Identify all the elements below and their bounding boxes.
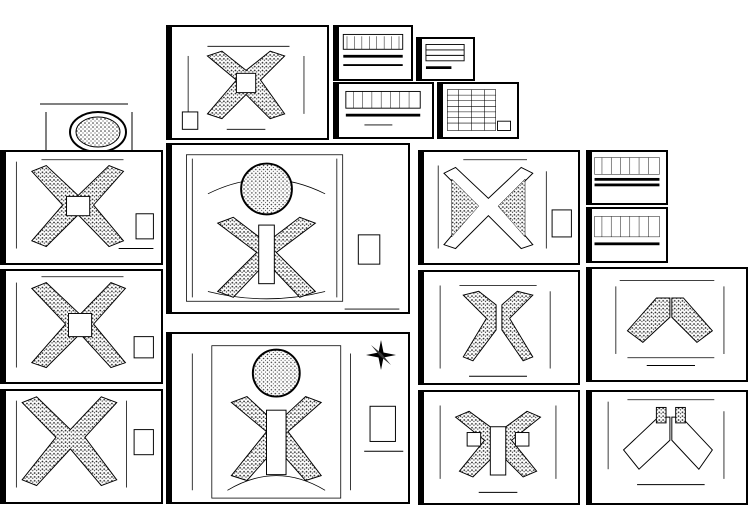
sheet-right-v-plan-3[interactable] <box>586 390 748 505</box>
sheet-right-x-plan-1[interactable] <box>418 150 580 265</box>
sheet-right-x-plan-2[interactable] <box>418 390 580 505</box>
sheet-ground-plan[interactable] <box>166 332 410 504</box>
north-arrow-icon <box>366 340 396 370</box>
sheet-table-f[interactable] <box>586 207 668 263</box>
sheet-table-a[interactable] <box>333 25 413 81</box>
sheet-site-plan[interactable] <box>166 143 410 314</box>
sheet-left-x-plan-1[interactable] <box>0 150 163 265</box>
sheet-right-v-plan-1[interactable] <box>418 270 580 385</box>
sheet-table-e[interactable] <box>586 150 668 205</box>
sheet-table-d[interactable] <box>437 82 519 139</box>
sheet-table-b[interactable] <box>416 37 475 81</box>
sheet-right-v-plan-2[interactable] <box>586 267 748 382</box>
round-tower-elevation-drawing <box>20 98 148 154</box>
sheet-left-x-plan-3[interactable] <box>0 389 163 504</box>
sheet-left-x-plan-2[interactable] <box>0 269 163 384</box>
sheet-table-c[interactable] <box>333 82 434 139</box>
sheet-top-plan[interactable] <box>166 25 329 140</box>
